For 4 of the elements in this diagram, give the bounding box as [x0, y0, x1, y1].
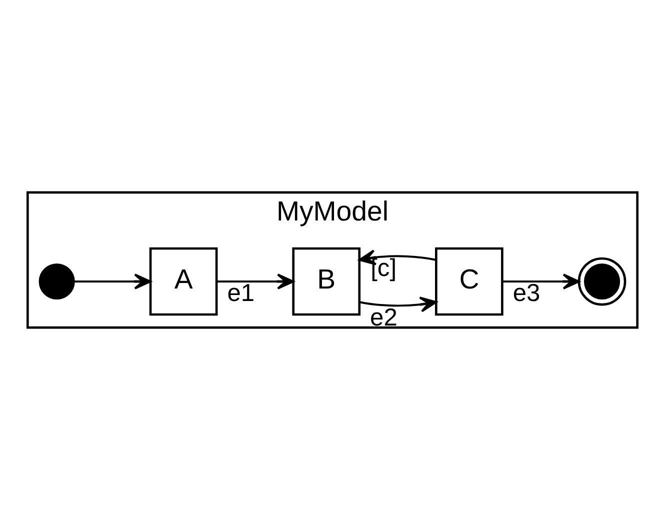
- edge-label: [c]: [370, 254, 397, 282]
- edge-label: e3: [512, 280, 540, 307]
- edge-label: e1: [227, 280, 255, 307]
- edge-label: e2: [370, 304, 398, 331]
